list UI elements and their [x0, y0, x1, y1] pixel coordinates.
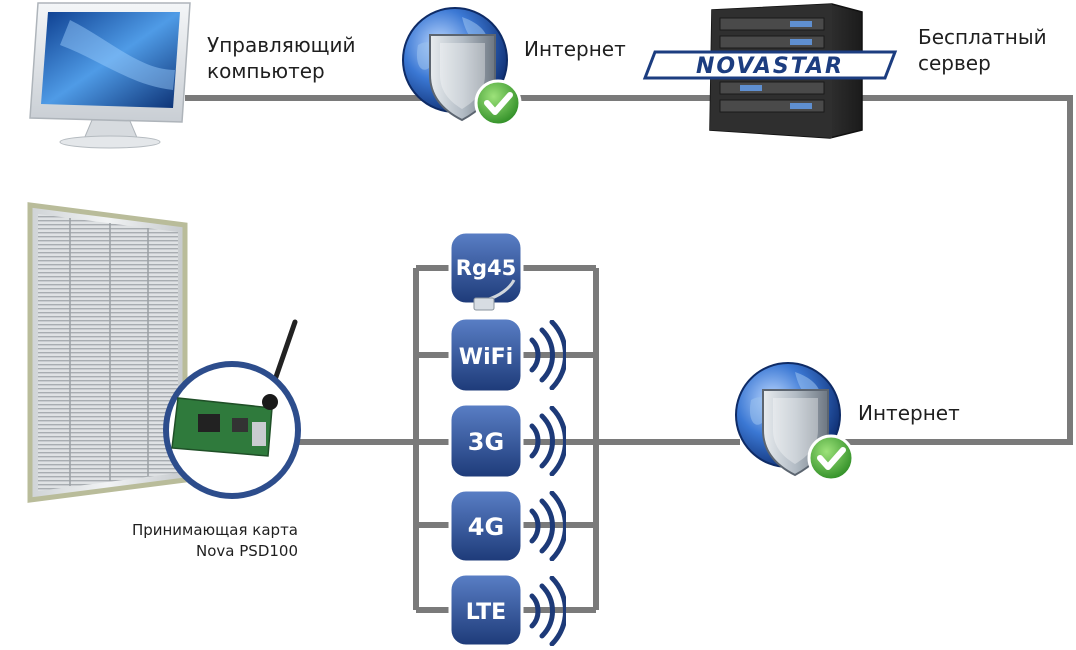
connection-wifi: WiFi: [448, 316, 566, 394]
connection-3g-label: 3G: [468, 428, 504, 456]
internet-globe-shield-icon: [403, 8, 520, 125]
connection-wifi-label: WiFi: [459, 345, 513, 370]
connection-rg45-label: Rg45: [456, 256, 516, 280]
ethernet-cable-icon: [473, 279, 516, 311]
line-server-to-right: [840, 95, 1073, 445]
connection-4g-label: 4G: [468, 513, 504, 541]
monitor-screen: [41, 12, 180, 108]
internet-globe-shield-icon: [736, 363, 853, 480]
control-computer: [29, 2, 191, 149]
internet-top-label: Интернет: [524, 37, 626, 61]
receiving-card-label-2: Nova PSD100: [196, 542, 298, 560]
connection-4g: 4G: [448, 488, 566, 564]
connection-lte: LTE: [448, 572, 566, 648]
connection-3g: 3G: [448, 402, 566, 480]
receiving-card: [163, 319, 301, 499]
led-glass-panel: [27, 202, 188, 503]
internet-bottom-label: Интернет: [858, 401, 960, 425]
connection-lte-label: LTE: [466, 600, 506, 625]
connection-rg45: Rg45: [448, 230, 524, 311]
receiving-card-label-1: Принимающая карта: [132, 521, 298, 539]
control-computer-label-1: Управляющий: [207, 33, 356, 57]
server-label-2: сервер: [918, 51, 991, 75]
circuit-board-icon: [171, 397, 273, 457]
control-computer-label-2: компьютер: [207, 59, 325, 83]
novastar-logo: NOVASTAR: [642, 50, 898, 80]
novastar-logo-text: NOVASTAR: [696, 54, 844, 79]
server-label-1: Бесплатный: [918, 25, 1047, 49]
